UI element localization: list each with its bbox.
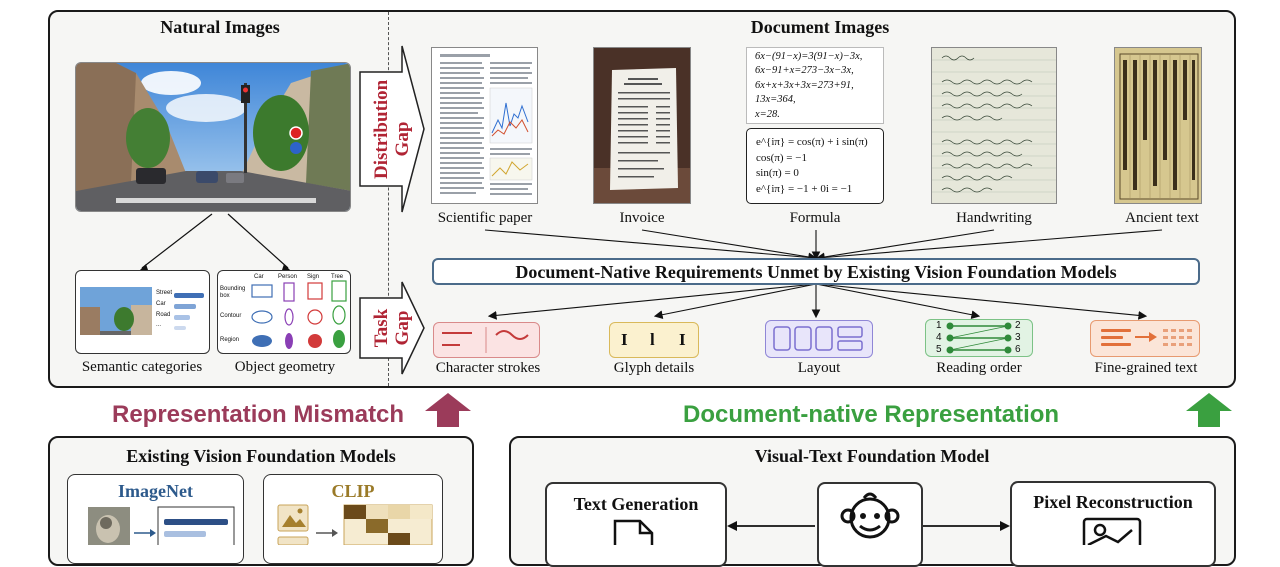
layout-caption: Layout xyxy=(797,360,841,376)
reading-num-3: 3 xyxy=(1015,332,1021,343)
scientific-paper-caption: Scientific paper xyxy=(437,210,533,226)
imagenet-label: ImageNet xyxy=(118,481,193,501)
imagenet-illustration xyxy=(88,506,235,545)
semantic-label-road: Road xyxy=(156,312,171,318)
scientific-paper-thumb xyxy=(431,47,538,204)
dashed-divider xyxy=(388,12,389,386)
reading-order-icon: 1 2 3 4 5 6 xyxy=(925,319,1033,357)
clip-label: CLIP xyxy=(331,481,375,501)
mismatch-up-arrow xyxy=(425,393,471,427)
geometry-col-sign: Sign xyxy=(307,274,320,280)
native-up-arrow xyxy=(1186,393,1232,427)
glyph-letter-1: I xyxy=(621,330,628,349)
document-native-representation-label: Document-native Representation xyxy=(683,401,1060,428)
formula-top-line-2: 6x−91+x=273−3x−3x, xyxy=(755,65,854,77)
formula-top-line-4: 13x=364, xyxy=(755,94,796,106)
geometry-row-bbox: Bounding box xyxy=(220,286,246,299)
reading-num-6: 6 xyxy=(1015,344,1021,355)
semantic-categories-caption: Semantic categories xyxy=(81,359,203,375)
semantic-categories-box xyxy=(75,270,210,354)
bidirectional-arrows xyxy=(727,521,1010,531)
document-images-title: Document Images xyxy=(750,17,890,37)
natural-images-title: Natural Images xyxy=(160,17,280,37)
photo-arrows xyxy=(138,213,292,272)
geometry-col-person: Person xyxy=(278,274,298,280)
reading-num-4: 4 xyxy=(936,332,942,343)
reading-num-2: 2 xyxy=(1015,320,1021,331)
reading-num-1: 1 xyxy=(936,320,942,331)
distribution-gap-arrow xyxy=(359,45,425,213)
object-geometry-box xyxy=(217,270,351,354)
geometry-col-tree: Tree xyxy=(331,274,344,280)
clip-illustration xyxy=(277,504,433,545)
image-icon xyxy=(1082,517,1142,545)
text-generation-label: Text Generation xyxy=(573,494,699,514)
street-photo xyxy=(75,62,351,212)
handwriting-thumb xyxy=(931,47,1057,204)
requirements-title: Document-Native Requirements Unmet by Ex… xyxy=(515,262,1117,282)
handwriting-caption: Handwriting xyxy=(956,210,1032,226)
invoice-caption: Invoice xyxy=(619,210,665,226)
invoice-thumb xyxy=(593,47,691,204)
character-strokes-caption: Character strokes xyxy=(435,360,541,376)
character-strokes-icon xyxy=(433,322,540,358)
ancient-text-caption: Ancient text xyxy=(1125,210,1199,226)
geometry-row-contour: Contour xyxy=(220,313,242,319)
formula-bottom-line-3: sin(π) = 0 xyxy=(756,167,799,180)
converging-arrows xyxy=(484,229,1163,320)
formula-bottom-line-4: e^{iπ} = −1 + 0i = −1 xyxy=(756,182,853,195)
glyph-letter-3: I xyxy=(679,330,686,349)
glyph-details-icon: I l I xyxy=(609,322,699,358)
semantic-label-street: Street xyxy=(156,290,173,296)
semantic-label-car: Car xyxy=(156,301,166,307)
formula-bottom-line-1: e^{iπ} = cos(π) + i sin(π) xyxy=(756,136,868,148)
formula-top-line-3: 6x+x+3x+3x=273+91, xyxy=(755,79,854,91)
layout-icon xyxy=(765,320,873,358)
existing-models-title: Existing Vision Foundation Models xyxy=(126,446,396,466)
formula-top-line-5: x=28. xyxy=(755,108,780,120)
representation-mismatch-label: Representation Mismatch xyxy=(112,401,405,428)
pixel-reconstruction-label: Pixel Reconstruction xyxy=(1033,492,1193,512)
geometry-row-region: Region xyxy=(220,337,240,343)
fine-grained-text-caption: Fine-grained text xyxy=(1094,360,1198,376)
formula-caption: Formula xyxy=(789,210,841,226)
task-gap-arrow xyxy=(359,281,425,375)
fine-grained-text-icon xyxy=(1090,320,1200,357)
formula-top-line-1: 6x−(91−x)=3(91−x)−3x, xyxy=(755,51,863,62)
semantic-label-more: ... xyxy=(156,322,162,328)
geometry-col-car: Car xyxy=(254,274,264,280)
formula-bottom-box: e^{iπ} = cos(π) + i sin(π) cos(π) = −1 s… xyxy=(746,128,884,204)
reading-num-5: 5 xyxy=(936,344,942,355)
glyph-details-caption: Glyph details xyxy=(613,360,695,376)
monkey-icon xyxy=(840,492,900,539)
glyph-letter-2: l xyxy=(650,330,655,349)
object-geometry-caption: Object geometry xyxy=(234,359,336,375)
formula-top-box: 6x−(91−x)=3(91−x)−3x, 6x−91+x=273−3x−3x,… xyxy=(746,47,884,124)
reading-order-caption: Reading order xyxy=(936,360,1022,376)
ancient-text-thumb xyxy=(1114,47,1202,204)
requirements-title-box: Document-Native Requirements Unmet by Ex… xyxy=(432,258,1200,285)
formula-bottom-line-2: cos(π) = −1 xyxy=(756,151,807,164)
document-icon xyxy=(613,519,654,545)
vtfm-title: Visual-Text Foundation Model xyxy=(754,446,990,466)
